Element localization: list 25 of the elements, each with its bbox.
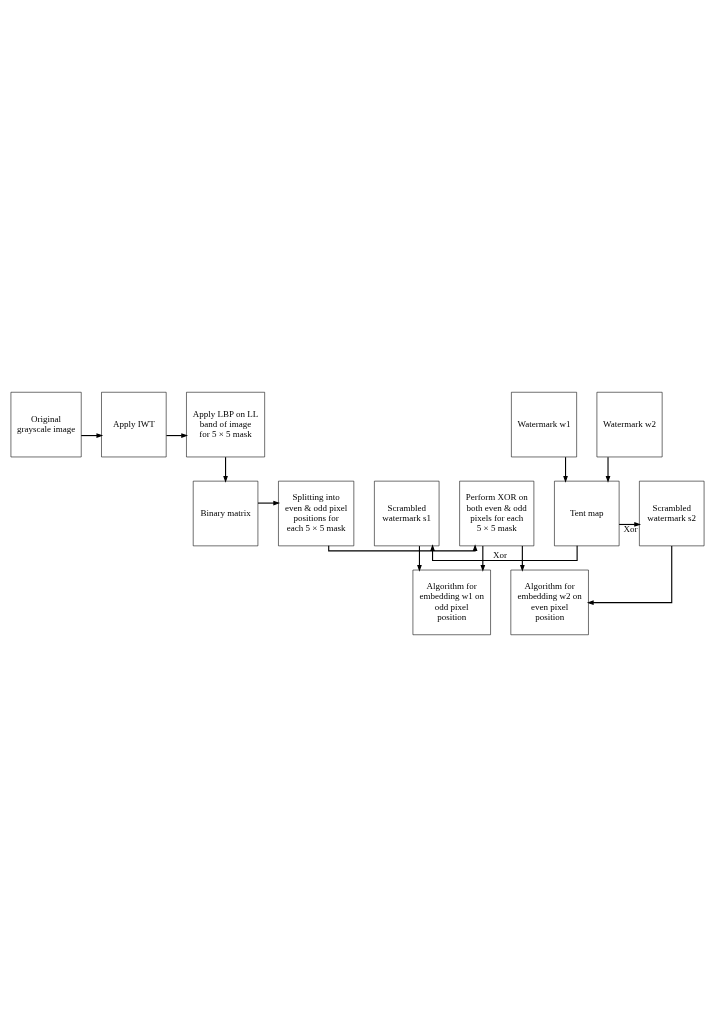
arrow xyxy=(257,500,281,505)
edge-label: Xor xyxy=(493,549,508,560)
node-box: Scrambled watermark s2 xyxy=(639,480,705,546)
arrow xyxy=(430,543,578,561)
node-box: Scrambled watermark s1 xyxy=(374,480,440,546)
node-box: Algorithm for embedding w1 on odd pixel position xyxy=(412,569,491,635)
node-box: Splitting into even & odd pixel positions for each 5 × 5 mask xyxy=(278,480,355,546)
arrow xyxy=(563,456,568,483)
node-box: Algorithm for embedding w2 on even pixel position xyxy=(510,569,589,635)
arrow xyxy=(480,545,486,572)
arrow xyxy=(605,456,611,483)
node-box: Perform XOR on both even & odd pixels for each 5 × 5 mask xyxy=(459,480,535,546)
arrow xyxy=(328,543,478,551)
node-box: Original grayscale image xyxy=(10,391,82,457)
edge-label: Xor xyxy=(623,523,638,534)
arrow xyxy=(586,544,673,605)
arrow xyxy=(417,545,422,572)
arrow xyxy=(520,545,525,572)
node-box: Watermark w2 xyxy=(596,391,663,457)
node-box: Binary matrix xyxy=(192,480,259,546)
node-box: Apply IWT xyxy=(101,391,167,457)
node-box: Watermark w1 xyxy=(511,391,577,457)
node-box: Apply LBP on LL band of image for 5 × 5 mask xyxy=(186,391,265,457)
arrow xyxy=(223,456,228,483)
node-box: Tent map xyxy=(554,480,620,546)
